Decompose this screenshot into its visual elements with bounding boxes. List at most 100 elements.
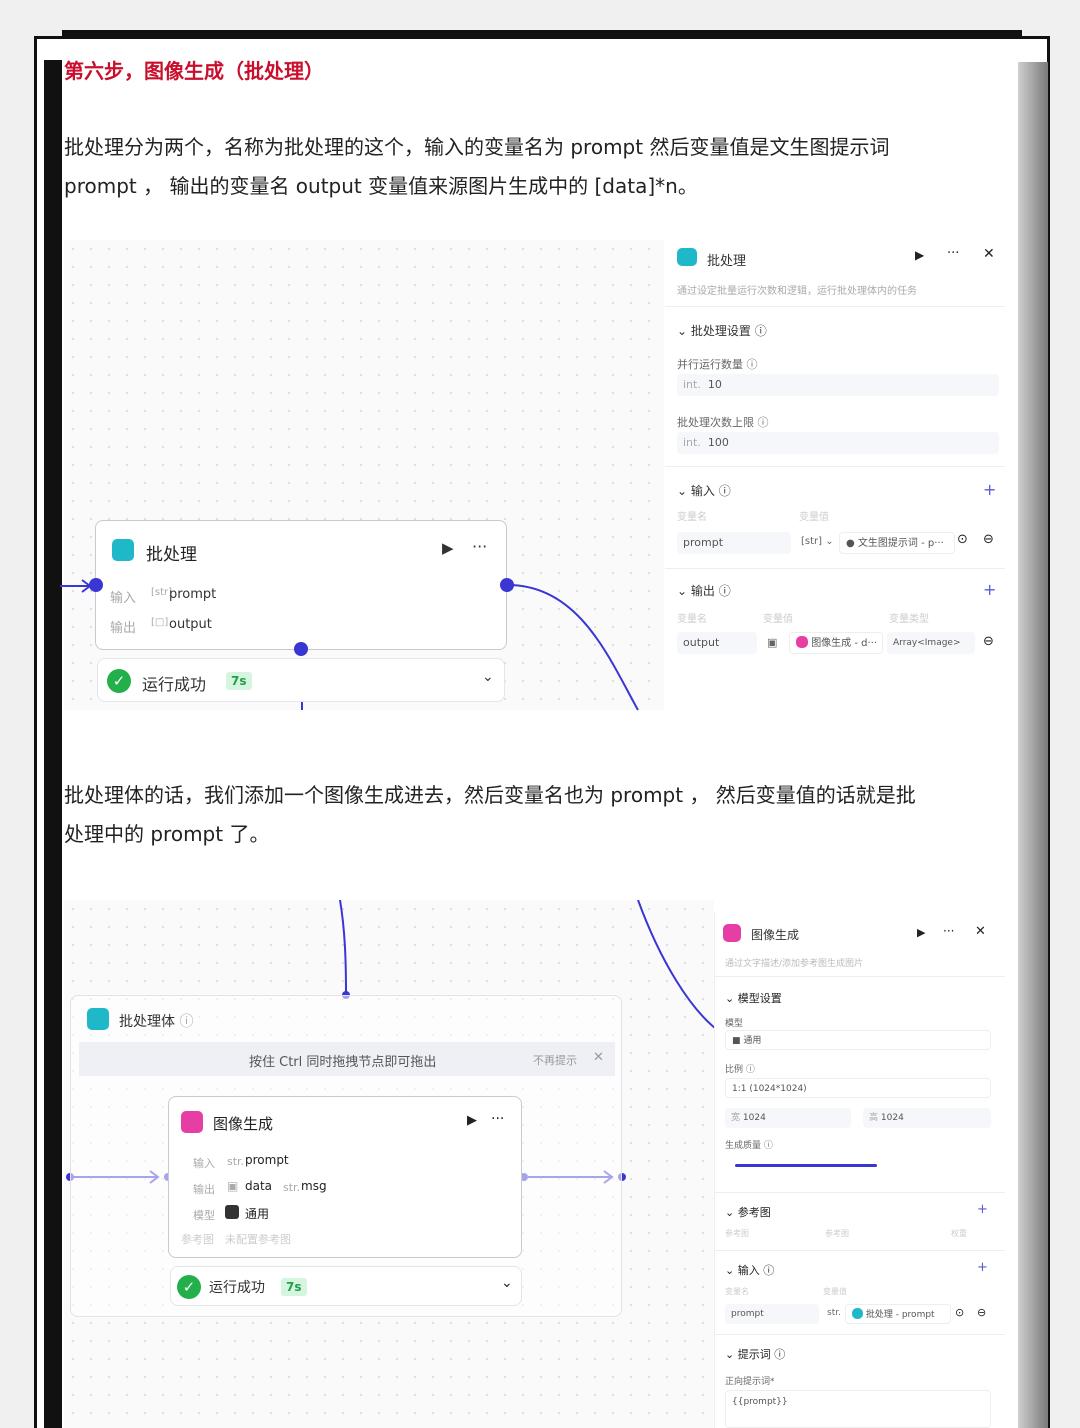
section-input[interactable]: ⌄ 输入 ⓘ bbox=[677, 484, 731, 498]
input-ref-field[interactable]: 批处理 - prompt bbox=[845, 1304, 951, 1324]
remove-icon[interactable]: ⊖ bbox=[983, 532, 994, 547]
settings-circle-icon[interactable]: ⊙ bbox=[955, 1306, 965, 1319]
run-icon[interactable]: ▶ bbox=[915, 248, 925, 262]
remove-icon[interactable]: ⊖ bbox=[977, 1306, 987, 1319]
output-ref-field[interactable]: 图像生成 - d··· bbox=[789, 632, 883, 654]
divider bbox=[715, 1192, 1005, 1193]
output-label: 输出 bbox=[110, 621, 137, 636]
parallel-field[interactable]: int. 10 bbox=[677, 374, 999, 396]
batch-body-title-text: 批处理体 bbox=[119, 1014, 175, 1030]
input-type-select[interactable]: [str] ⌄ bbox=[801, 536, 834, 547]
limit-type: int. bbox=[683, 436, 701, 449]
body-port[interactable] bbox=[294, 642, 308, 656]
batch-body-title: 批处理体 ⓘ bbox=[119, 1011, 193, 1031]
input-ref: 批处理 - prompt bbox=[865, 1310, 935, 1320]
close-icon[interactable]: ✕ bbox=[975, 924, 986, 939]
quality-label-text: 生成质量 bbox=[725, 1141, 762, 1151]
add-reference-icon[interactable]: + bbox=[977, 1202, 988, 1217]
batch-node[interactable]: 批处理 ▶ ··· 输入 [str] prompt 输出 [□] output bbox=[95, 520, 507, 650]
drag-hint-text: 按住 Ctrl 同时拖拽节点即可拖出 bbox=[249, 1055, 437, 1070]
ref-col-2: 参考图 bbox=[825, 1229, 849, 1238]
more-icon[interactable]: ··· bbox=[947, 246, 960, 261]
section-model[interactable]: ⌄ 模型设置 bbox=[725, 992, 782, 1005]
frame-left-edge bbox=[44, 60, 62, 1428]
drag-hint-bar: 按住 Ctrl 同时拖拽节点即可拖出 不再提示 ✕ bbox=[79, 1042, 615, 1076]
divider bbox=[665, 306, 1005, 307]
paragraph-2-line-1: 批处理体的话，我们添加一个图像生成进去，然后变量名也为 prompt ， 然后变… bbox=[64, 783, 916, 807]
close-icon[interactable]: ✕ bbox=[983, 246, 995, 262]
image-gen-node[interactable]: 图像生成 ▶ ··· 输入 str. prompt 输出 ▣ data str.… bbox=[168, 1096, 522, 1258]
add-output-icon[interactable]: + bbox=[983, 580, 997, 599]
settings-circle-icon[interactable]: ⊙ bbox=[957, 532, 968, 547]
ratio-select[interactable]: 1:1 (1024*1024) bbox=[725, 1078, 991, 1098]
panel-description: 通过文字描述/添加参考图生成图片 bbox=[725, 959, 864, 969]
col-var-name: 变量名 bbox=[725, 1287, 749, 1296]
limit-label-text: 批处理次数上限 bbox=[677, 416, 754, 429]
quality-slider[interactable] bbox=[735, 1164, 877, 1167]
section-output[interactable]: ⌄ 输出 ⓘ bbox=[677, 584, 731, 598]
input-ref-field[interactable]: ● 文生图提示词 - p··· bbox=[839, 532, 955, 554]
model-avatar bbox=[225, 1205, 239, 1219]
output-type-field: Array<Image> bbox=[887, 632, 975, 654]
prompt-textarea[interactable]: {{prompt}} bbox=[725, 1390, 991, 1428]
col-var-value: 变量值 bbox=[763, 614, 793, 625]
width-field[interactable]: 宽 1024 bbox=[725, 1108, 851, 1128]
input-name-field[interactable]: prompt bbox=[677, 532, 791, 554]
close-icon[interactable]: ✕ bbox=[593, 1050, 604, 1065]
status-text: 运行成功 bbox=[209, 1280, 265, 1296]
chevron-down-icon[interactable]: ⌄ bbox=[501, 1275, 513, 1291]
frame-right-shadow bbox=[1018, 62, 1048, 1428]
section-reference[interactable]: ⌄ 参考图 bbox=[725, 1206, 771, 1219]
section-batch-settings[interactable]: ⌄ 批处理设置 ⓘ bbox=[677, 324, 767, 338]
input-name-field[interactable]: prompt bbox=[725, 1304, 819, 1324]
section-input-label: 输入 bbox=[737, 1264, 760, 1277]
section-output-label: 输出 bbox=[690, 584, 715, 598]
run-status-bar-2[interactable]: ✓ 运行成功 7s ⌄ bbox=[170, 1266, 522, 1306]
chevron-down-icon[interactable]: ⌄ bbox=[482, 669, 494, 685]
run-icon[interactable]: ▶ bbox=[442, 539, 454, 557]
paragraph-1-line-2: prompt ， 输出的变量名 output 变量值来源图片生成中的 [data… bbox=[64, 174, 698, 198]
parallel-label-text: 并行运行数量 bbox=[677, 358, 743, 371]
run-icon[interactable]: ▶ bbox=[467, 1113, 477, 1128]
more-icon[interactable]: ··· bbox=[472, 537, 488, 556]
limit-field[interactable]: int. 100 bbox=[677, 432, 999, 454]
success-check-icon: ✓ bbox=[107, 669, 131, 693]
output-port[interactable] bbox=[500, 578, 514, 592]
layers-icon bbox=[112, 539, 134, 561]
add-input-icon[interactable]: + bbox=[977, 1260, 988, 1275]
image-gen-icon bbox=[723, 924, 741, 942]
input-label: 输入 bbox=[193, 1157, 215, 1170]
input-port[interactable] bbox=[89, 578, 103, 592]
panel-title: 图像生成 bbox=[751, 928, 800, 942]
section-batch-settings-label: 批处理设置 bbox=[690, 324, 751, 338]
section-input[interactable]: ⌄ 输入 ⓘ bbox=[725, 1264, 775, 1277]
run-icon[interactable]: ▶ bbox=[917, 926, 926, 939]
col-var-value: 变量值 bbox=[823, 1287, 847, 1296]
output-name-field[interactable]: output bbox=[677, 632, 757, 654]
height-value: 1024 bbox=[880, 1113, 904, 1123]
paragraph-1-line-1: 批处理分为两个，名称为批处理的这个，输入的变量名为 prompt 然后变量值是文… bbox=[64, 135, 890, 159]
height-field[interactable]: 高 1024 bbox=[863, 1108, 991, 1128]
col-var-type: 变量类型 bbox=[889, 614, 929, 625]
ref-value: 未配置参考图 bbox=[225, 1233, 291, 1246]
ratio-label: 比例 ⓘ bbox=[725, 1065, 755, 1075]
time-badge: 7s bbox=[226, 672, 252, 690]
image-gen-icon bbox=[181, 1111, 203, 1133]
more-icon[interactable]: ··· bbox=[491, 1111, 505, 1127]
section-prompt[interactable]: ⌄ 提示词 ⓘ bbox=[725, 1348, 786, 1361]
input-label: 输入 bbox=[110, 591, 137, 606]
model-label: 模型 bbox=[725, 1019, 744, 1029]
divider bbox=[715, 1334, 1005, 1335]
dismiss-hint-link[interactable]: 不再提示 bbox=[533, 1054, 577, 1067]
more-icon[interactable]: ··· bbox=[943, 924, 955, 938]
ref-col-3: 权重 bbox=[951, 1229, 967, 1238]
height-label: 高 bbox=[869, 1113, 879, 1123]
run-status-bar[interactable]: ✓ 运行成功 7s ⌄ bbox=[97, 658, 505, 702]
status-text: 运行成功 bbox=[142, 675, 207, 694]
output-type: [□] bbox=[151, 617, 169, 628]
model-select[interactable]: ■ 通用 bbox=[725, 1030, 991, 1050]
add-input-icon[interactable]: + bbox=[983, 480, 997, 499]
parallel-label: 并行运行数量 ⓘ bbox=[677, 358, 758, 371]
output-ref: 图像生成 - d··· bbox=[811, 638, 878, 649]
remove-icon[interactable]: ⊖ bbox=[983, 634, 994, 649]
